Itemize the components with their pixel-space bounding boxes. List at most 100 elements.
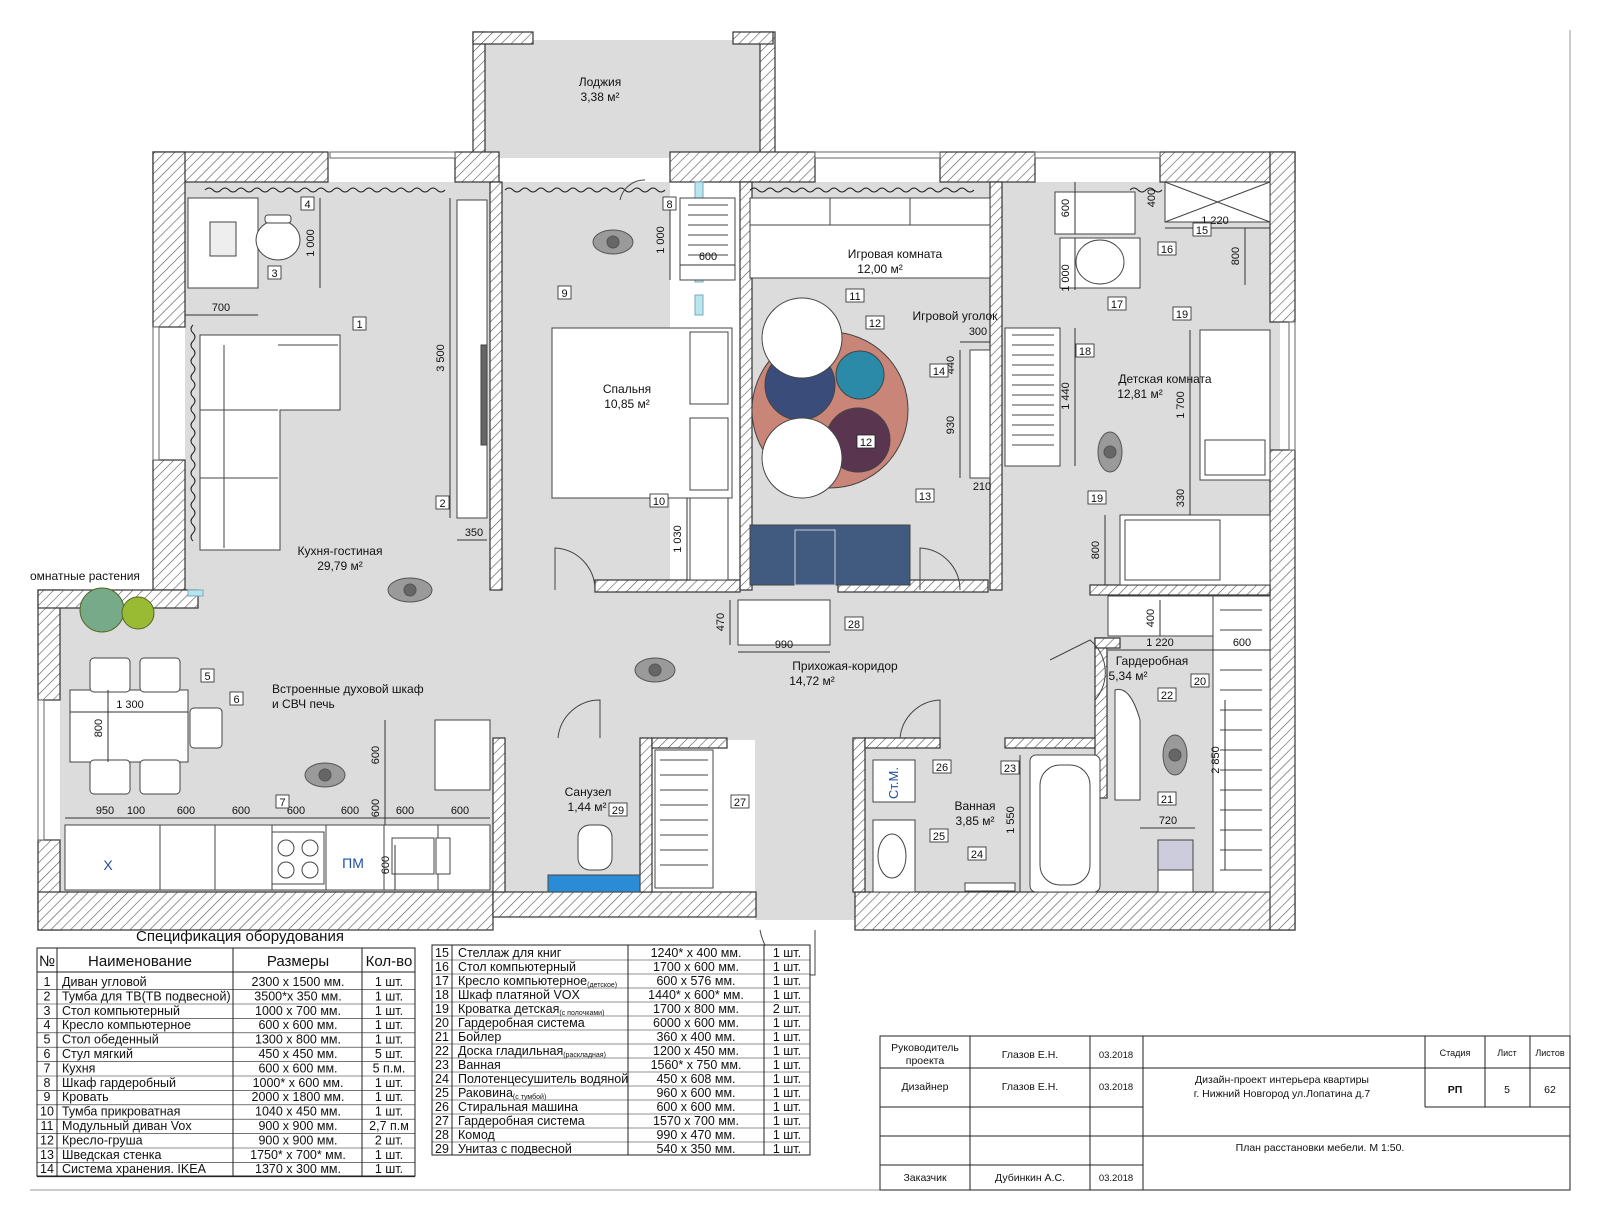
- svg-text:360 х 400 мм.: 360 х 400 мм.: [656, 1030, 735, 1044]
- svg-text:1240* х 400 мм.: 1240* х 400 мм.: [651, 946, 742, 960]
- svg-text:960 х 600 мм.: 960 х 600 мм.: [656, 1086, 735, 1100]
- svg-text:Стол компьютерный: Стол компьютерный: [62, 1004, 180, 1018]
- tb-sheet: 5: [1504, 1084, 1510, 1096]
- svg-text:21: 21: [1161, 794, 1173, 806]
- spec-row: 18 Шкаф платяной VOX 1440* х 600* мм. 1 шт.: [432, 987, 810, 1002]
- room-area-hall: 14,72 м²: [789, 674, 835, 688]
- room-name-kids: Детская комната: [1118, 372, 1211, 386]
- room-area-bath: 3,85 м²: [956, 814, 995, 828]
- item-marker: 24: [967, 846, 987, 861]
- item-marker: 4: [300, 196, 315, 211]
- svg-text:1 шт.: 1 шт.: [773, 1016, 801, 1030]
- room-name-kitchen: Кухня-гостиная: [298, 544, 383, 558]
- svg-text:1: 1: [44, 975, 51, 989]
- svg-text:Бойлер: Бойлер: [458, 1030, 501, 1044]
- tb-role1b: проекта: [906, 1055, 945, 1067]
- room-name-wardrobe: Гардеробная: [1116, 654, 1189, 668]
- item-marker: 11: [845, 288, 865, 303]
- svg-text:29: 29: [612, 805, 624, 817]
- svg-text:1 шт.: 1 шт.: [375, 1090, 403, 1104]
- svg-text:Тумба прикроватная: Тумба прикроватная: [62, 1105, 180, 1119]
- title-block-texts: Руководитель проекта Глазов Е.Н. 03.2018…: [891, 1042, 1565, 1184]
- door-swings: [554, 179, 1106, 976]
- dim-text: 1 030: [672, 525, 684, 553]
- tb-address: г. Нижний Новгород ул.Лопатина д.7: [1194, 1088, 1371, 1100]
- item-marker: 16: [1157, 241, 1177, 256]
- room-name-bath: Ванная: [954, 799, 995, 813]
- dim-text: 400: [1145, 609, 1157, 627]
- svg-text:540 х 350 мм.: 540 х 350 мм.: [656, 1142, 735, 1156]
- svg-text:1440* х 600* мм.: 1440* х 600* мм.: [648, 988, 744, 1002]
- svg-text:Диван угловой: Диван угловой: [62, 975, 147, 989]
- spec-header-qty: Кол-во: [366, 953, 413, 970]
- svg-text:25: 25: [435, 1086, 449, 1100]
- svg-text:1 шт.: 1 шт.: [375, 1148, 403, 1162]
- item-marker: 25: [929, 828, 949, 843]
- spec-header-size: Размеры: [267, 953, 329, 970]
- tb-role1: Руководитель: [891, 1042, 959, 1054]
- svg-text:18: 18: [435, 988, 449, 1002]
- svg-text:1570 х 700 мм.: 1570 х 700 мм.: [653, 1114, 739, 1128]
- svg-text:24: 24: [435, 1072, 449, 1086]
- svg-text:600 х 576 мм.: 600 х 576 мм.: [656, 974, 735, 988]
- item-marker: 19: [1172, 306, 1192, 321]
- svg-text:20: 20: [1194, 676, 1206, 688]
- tb-sheets-h: Листов: [1535, 1048, 1564, 1058]
- svg-text:Кресло-груша: Кресло-груша: [62, 1133, 143, 1147]
- label-dishwasher: ПМ: [342, 855, 364, 871]
- svg-text:5: 5: [44, 1033, 51, 1047]
- svg-text:Шкаф платяной VOX: Шкаф платяной VOX: [458, 988, 581, 1002]
- svg-text:7: 7: [44, 1061, 51, 1075]
- svg-text:Модульный диван Vox: Модульный диван Vox: [62, 1119, 192, 1133]
- kitchen-living-furniture: [64, 197, 491, 891]
- walls: [37, 31, 1296, 931]
- svg-text:2,7 п.м: 2,7 п.м: [369, 1119, 409, 1133]
- svg-text:17: 17: [435, 974, 449, 988]
- wardrobe-furniture: [1107, 595, 1271, 893]
- tb-stage: РП: [1448, 1084, 1463, 1096]
- item-marker: 23: [1000, 760, 1020, 775]
- svg-text:1: 1: [356, 319, 362, 331]
- svg-text:1 шт.: 1 шт.: [773, 1114, 801, 1128]
- kitchen-dim-text: 600: [287, 805, 305, 817]
- room-name-loggia: Лоджия: [579, 75, 622, 89]
- svg-text:27: 27: [734, 797, 746, 809]
- dim-text: 300: [969, 326, 987, 338]
- svg-text:10: 10: [40, 1105, 54, 1119]
- dim-text: 600: [699, 251, 717, 263]
- room-area-bedroom: 10,85 м²: [604, 397, 650, 411]
- svg-text:1700 х 800 мм.: 1700 х 800 мм.: [653, 1002, 739, 1016]
- svg-text:1 шт.: 1 шт.: [773, 1058, 801, 1072]
- svg-text:Ванная: Ванная: [458, 1058, 501, 1072]
- svg-text:5: 5: [204, 671, 210, 683]
- svg-text:450 х 450 мм.: 450 х 450 мм.: [258, 1047, 337, 1061]
- item-marker: 29: [608, 802, 628, 817]
- svg-text:23: 23: [1004, 763, 1016, 775]
- room-area-wardrobe: 5,34 м²: [1109, 669, 1148, 683]
- svg-text:14: 14: [933, 366, 945, 378]
- label-oven: Встроенные духовой шкаф: [272, 682, 424, 696]
- label-fridge: Х: [103, 857, 113, 873]
- svg-text:4: 4: [44, 1018, 51, 1032]
- room-name-playroom: Игровая комната: [848, 247, 943, 261]
- svg-text:1 шт.: 1 шт.: [773, 988, 801, 1002]
- svg-text:1370 х 300 мм.: 1370 х 300 мм.: [255, 1162, 341, 1176]
- svg-text:28: 28: [435, 1128, 449, 1142]
- item-marker: 20: [1190, 673, 1210, 688]
- svg-text:Тумба для ТВ(ТВ подвесной): Тумба для ТВ(ТВ подвесной): [62, 989, 231, 1003]
- tb-role2: Дизайнер: [902, 1081, 949, 1093]
- svg-text:5 п.м.: 5 п.м.: [373, 1061, 406, 1075]
- dimension-texts: 1 000 700 3 500 350 1 000 600 1 030 300 …: [93, 189, 1251, 874]
- dim-text: 330: [1175, 489, 1187, 507]
- svg-text:Стеллаж для книг: Стеллаж для книг: [458, 946, 562, 960]
